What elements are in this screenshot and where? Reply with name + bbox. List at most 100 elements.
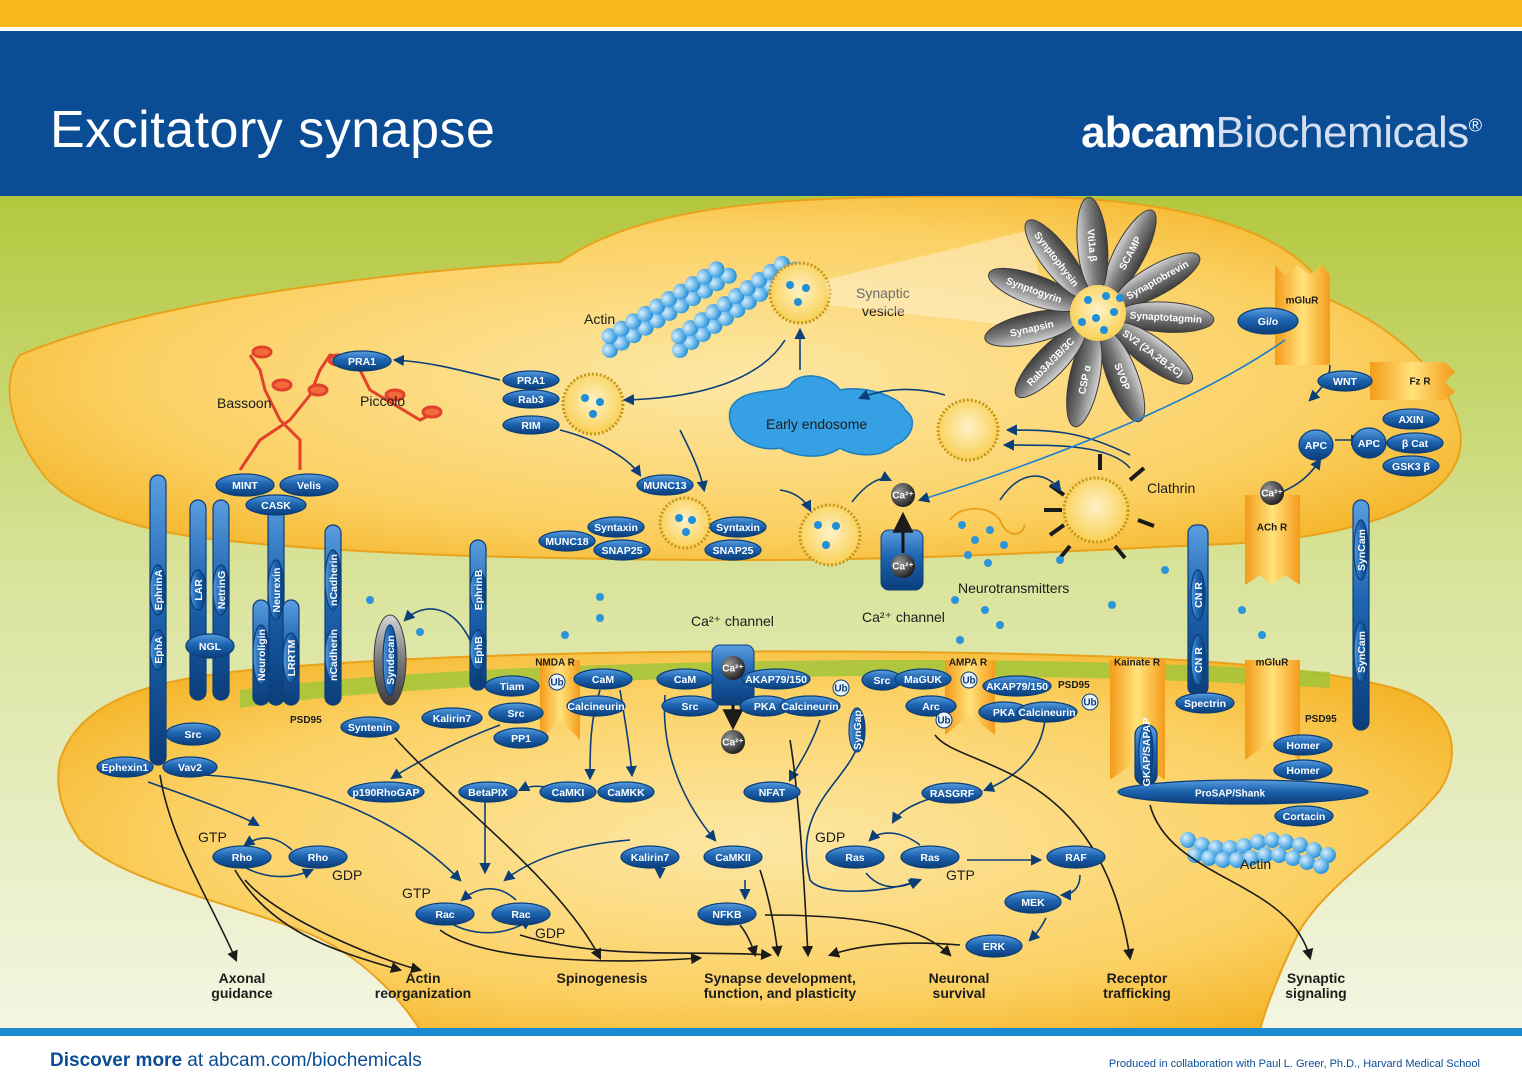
protein-label-calcineurin2: Calcineurin	[781, 701, 838, 713]
protein-label-pp1: PP1	[511, 733, 531, 745]
protein-mglur2: mGluR	[1286, 296, 1320, 307]
ca-ion	[1260, 481, 1284, 505]
ca-ion-label: Ca²⁺	[892, 491, 913, 502]
protein-label-munc13: MUNC13	[643, 480, 686, 492]
protein-rac1: Rac	[415, 902, 475, 926]
actin-top-label: Actin	[584, 311, 615, 327]
protein-cortacin: Cortacin	[1274, 805, 1334, 827]
protein-netring: NetrinG	[212, 564, 230, 616]
protein-fzr: Fz R	[1409, 377, 1431, 388]
protein-label-cortacin: Cortacin	[1283, 811, 1326, 823]
ubiquitin-tags: Ub Ub Ub Ub Ub	[548, 671, 1099, 729]
postsynaptic-terminal	[57, 650, 1453, 1031]
protein-label-nfat: NFAT	[759, 787, 786, 799]
logo-registered-mark: ®	[1468, 115, 1482, 136]
protein-label-erk: ERK	[983, 941, 1006, 953]
protein-label-prosap: ProSAP/Shank	[1195, 789, 1265, 800]
ca-ion	[891, 554, 915, 578]
vesicle-neurotransmitter	[1092, 314, 1100, 322]
protein-label-cam2: CaM	[674, 674, 696, 686]
protein-label-gio: Gi/o	[1258, 316, 1278, 328]
protein-label-ngl: NGL	[199, 641, 222, 653]
outcome-neuronal-survival: Neuronal	[929, 970, 990, 986]
outcome-axonal-guidance-2: guidance	[211, 985, 273, 1001]
credit-text: Produced in collaboration with Paul L. G…	[1108, 1058, 1480, 1070]
bassoon-label: Bassoon	[217, 395, 271, 411]
protein-ras2: Ras	[900, 845, 960, 869]
protein-rho2: Rho	[288, 845, 348, 869]
protein-label-apc1: APC	[1305, 440, 1328, 452]
discover-link[interactable]: Discover more at abcam.com/biochemicals	[50, 1050, 422, 1072]
protein-spectrin: Spectrin	[1175, 692, 1235, 714]
discover-url: at abcam.com/biochemicals	[182, 1050, 422, 1071]
protein-label-apc2: APC	[1358, 438, 1381, 450]
protein-label-homer1: Homer	[1286, 740, 1319, 752]
protein-kalirin7b: Kalirin7	[620, 845, 680, 869]
protein-label-calcineurin1: Calcineurin	[567, 701, 624, 713]
protein-wnt: WNT	[1317, 370, 1373, 392]
mglur-presynaptic	[1275, 265, 1330, 365]
protein-pka2: PKA	[978, 701, 1030, 723]
top-divider	[0, 27, 1522, 31]
protein-apc2: APC	[1351, 427, 1387, 459]
protein-akap1: AKAP79/150	[741, 668, 811, 690]
zoom-beam	[825, 230, 1050, 330]
protein-label-ephrinb: EphrinB	[473, 569, 485, 610]
ach-receptor	[1245, 495, 1300, 585]
logo-bold: abcam	[1081, 108, 1216, 157]
protein-maguk: MaGUK	[894, 668, 952, 690]
protein-label-kalirin7a: Kalirin7	[433, 713, 472, 725]
synaptic-vesicle-label-2: vesicle	[862, 303, 905, 319]
protein-label-maguk: MaGUK	[904, 674, 942, 686]
protein-label-mek: MEK	[1021, 897, 1045, 909]
outcome-synaptic-signaling-2: signaling	[1285, 985, 1346, 1001]
protein-label-arc: Arc	[922, 701, 940, 713]
protein-label-ras2: Ras	[920, 852, 939, 864]
gtp-rho: GTP	[198, 829, 227, 845]
psd95-right: PSD95	[1305, 714, 1337, 725]
abcam-logo[interactable]: abcamBiochemicals®	[1081, 108, 1482, 158]
protein-label-epha: EphA	[153, 636, 165, 664]
protein-pra1a: PRA1	[332, 350, 392, 372]
protein-label-cnr2: CN R	[1193, 647, 1205, 673]
gdp-rho: GDP	[332, 867, 362, 883]
protein-src1: Src	[488, 702, 544, 724]
flower-petal: Vti1a β	[1076, 196, 1109, 294]
flower-petal-label: Synaptotagmin	[1129, 311, 1202, 326]
protein-label-ampar: AMPA R	[949, 658, 988, 669]
protein-label-neurexin: Neurexin	[271, 568, 283, 613]
protein-vav2: Vav2	[162, 756, 218, 778]
protein-mglur1: mGluR	[1256, 658, 1290, 669]
protein-label-syncam2: SynCam	[1356, 631, 1368, 673]
actin-post-label: Actin	[1240, 856, 1271, 872]
protein-munc18: MUNC18	[538, 530, 596, 552]
protein-betapix: BetaPIX	[458, 781, 518, 803]
protein-pka1: PKA	[739, 695, 791, 717]
protein-label-netring: NetrinG	[216, 571, 228, 610]
protein-label-gsk3b: GSK3 β	[1392, 461, 1431, 473]
synaptic-vesicle-label-1: Synaptic	[856, 285, 910, 301]
ca-ion	[721, 730, 745, 754]
protein-akap2: AKAP79/150	[982, 675, 1052, 697]
protein-lrrtm: LRRTM	[282, 632, 300, 684]
synapse-diagram: Actin Synaptic vesicle SCAMPSynaptobrevi…	[0, 196, 1522, 1032]
protein-label-mglur1: mGluR	[1256, 658, 1290, 669]
protein-munc13: MUNC13	[636, 474, 694, 496]
protein-ephrina: EphrinA	[149, 564, 167, 616]
protein-label-syngap: SynGap	[852, 710, 864, 750]
protein-syntaxin1: Syntaxin	[587, 516, 645, 538]
outcome-receptor-trafficking-2: trafficking	[1103, 985, 1171, 1001]
footer-divider	[0, 1028, 1522, 1036]
protein-nfkb: NFKB	[697, 902, 757, 926]
protein-label-betapix: BetaPIX	[468, 787, 508, 799]
early-endosome-label: Early endosome	[766, 416, 867, 432]
protein-nfat: NFAT	[743, 781, 801, 803]
protein-label-ephrina: EphrinA	[153, 569, 165, 610]
fusing-vesicle	[798, 503, 862, 567]
protein-label-syntaxin1: Syntaxin	[594, 522, 638, 534]
protein-calcineurin3: Calcineurin	[1016, 701, 1078, 723]
protein-raf: RAF	[1046, 845, 1106, 869]
ca-channel-post-label: Ca²⁺ channel	[691, 613, 774, 629]
protein-cam2: CaM	[656, 668, 714, 690]
pathway-outcomes: Axonal guidance Actin reorganization Spi…	[211, 970, 1346, 1001]
